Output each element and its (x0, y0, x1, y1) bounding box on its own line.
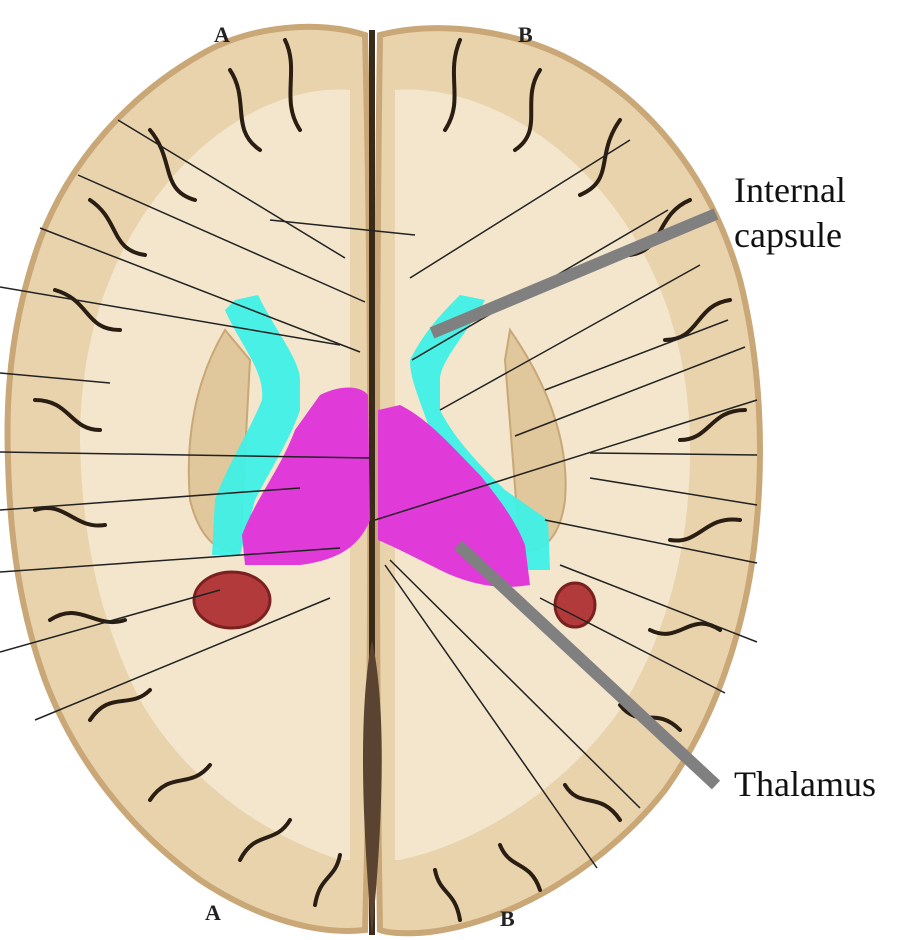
section-markers: A B A B (205, 22, 533, 931)
thalamus-pointer (453, 540, 721, 790)
left-choroid-plexus (192, 570, 272, 630)
right-choroid-plexus (553, 581, 597, 629)
marker-top-right: B (518, 22, 533, 47)
left-thalamus (242, 387, 370, 565)
marker-top-left: A (214, 22, 230, 47)
brain-section (4, 23, 763, 937)
right-internal-capsule (410, 295, 550, 570)
internal-capsule-label-line1: Internal (734, 170, 846, 210)
marker-bottom-left: A (205, 900, 221, 925)
marker-bottom-right: B (500, 906, 515, 931)
posterior-fissure (363, 640, 382, 935)
left-internal-capsule (212, 295, 300, 555)
leader-lines (0, 119, 758, 869)
internal-capsule-highlight (212, 295, 550, 570)
internal-capsule-label-line2: capsule (734, 215, 842, 255)
internal-capsule-pointer (429, 208, 719, 339)
thalamus-label: Thalamus (734, 764, 876, 804)
